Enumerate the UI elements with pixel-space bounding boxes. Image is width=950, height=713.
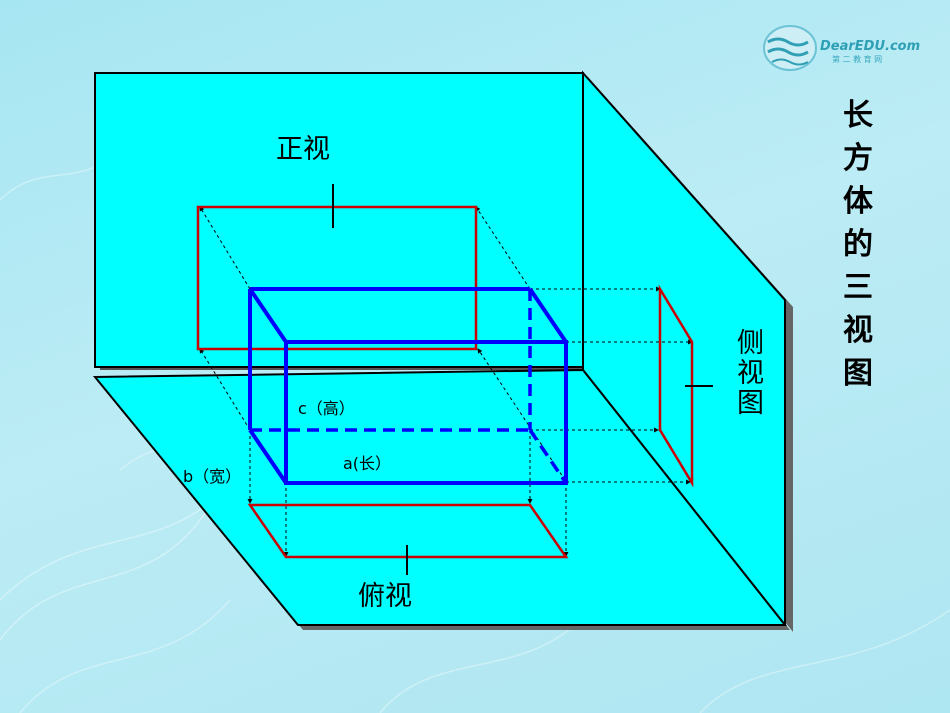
top-view-label: 俯视 (358, 581, 412, 612)
width-label: b（宽） (183, 467, 241, 486)
title-char-3: 体 (843, 184, 874, 219)
side-view-label-char-1: 侧 (737, 328, 764, 359)
title-char-1: 长 (843, 98, 873, 133)
projection-lines (199, 206, 693, 557)
floor-plane (92, 368, 788, 626)
side-view-projection (658, 284, 694, 488)
vertical-title: 长 方 体 的 三 视 图 (843, 98, 874, 391)
dearedu-logo: DearEDU.com 第 二 教 育 网 (763, 25, 920, 71)
title-char-2: 方 (843, 141, 873, 176)
logo-brand-text: DearEDU.com (820, 39, 920, 54)
front-view-label: 正视 (276, 134, 330, 165)
cuboid-hidden-edges (250, 289, 568, 484)
side-view-label-char-2: 视 (737, 358, 764, 389)
logo-tagline-text: 第 二 教 育 网 (832, 54, 882, 64)
height-label: c（高） (298, 399, 355, 418)
back-plane (94, 72, 584, 368)
title-char-4: 的 (843, 227, 873, 262)
cuboid (248, 287, 568, 485)
front-view-projection (196, 205, 478, 351)
title-char-5: 三 (843, 270, 873, 305)
side-view-label-char-3: 图 (737, 388, 764, 419)
top-view-projection (247, 503, 569, 559)
title-char-7: 图 (843, 356, 873, 391)
side-view-label: 侧 视 图 (737, 328, 764, 419)
length-label: a(长） (343, 454, 391, 473)
title-char-6: 视 (843, 313, 873, 348)
